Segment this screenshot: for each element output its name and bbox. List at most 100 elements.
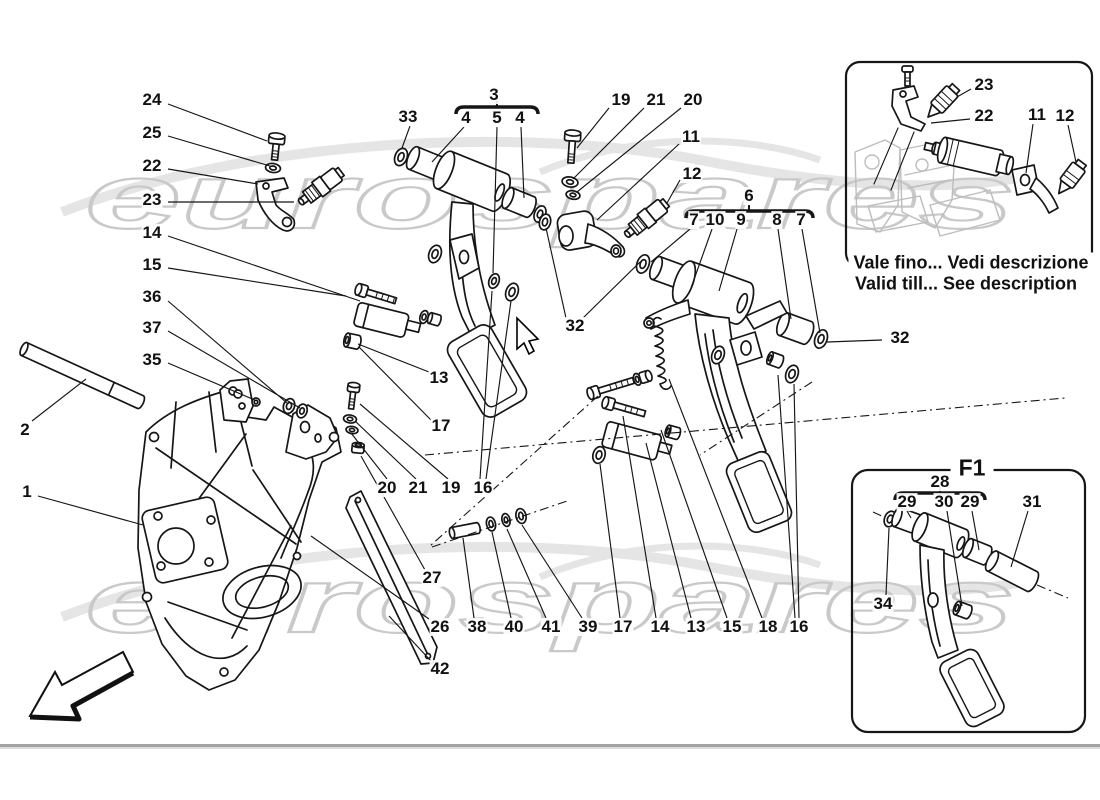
leader-line-7: [801, 228, 821, 334]
switch-23: [297, 166, 346, 206]
f1-pin-31: [984, 550, 1040, 593]
watermark-text-top: eurospares: [85, 146, 1015, 248]
leader-line-37: [167, 330, 301, 409]
page-divider-shade: [0, 747, 1100, 749]
bolt-15-lower: [586, 369, 653, 401]
return-spring-18: [652, 316, 672, 390]
leader-line-5: [492, 126, 498, 274]
screw-19: [563, 129, 582, 165]
f1-pedal: [919, 544, 1005, 728]
leader-line-24: [167, 103, 268, 142]
nut-17: [342, 332, 362, 350]
leader-line-13: [645, 442, 692, 619]
leader-line-32: [545, 227, 567, 319]
leader-line-16: [479, 290, 493, 480]
leader-line-2: [31, 378, 87, 422]
leader-line-4: [520, 126, 525, 199]
section-bracket-2: [893, 491, 987, 501]
leader-line-35: [167, 362, 258, 402]
leader-line-38: [462, 537, 475, 619]
leader-line-9: [718, 228, 738, 292]
bushing-4-right: [501, 186, 537, 219]
brake-pedal: [643, 299, 793, 534]
inset-pointer-lines: [873, 127, 915, 191]
washer-16-b: [504, 282, 520, 302]
leader-line-21: [572, 107, 645, 180]
inset-f1-box: [850, 468, 1087, 734]
inset-f1-title: F1: [950, 454, 994, 482]
axis-lines: [424, 381, 1069, 599]
washer-20-lower: [345, 425, 359, 435]
leader-line-19: [359, 403, 449, 480]
leader-line-40: [491, 531, 512, 619]
leader-line-13: [357, 343, 430, 373]
leader-line-1: [37, 495, 144, 526]
washer-16-right: [784, 364, 800, 384]
leader-line-20: [350, 432, 388, 480]
faded-assembly: [854, 139, 1001, 237]
bolt-19-lower: [346, 381, 361, 411]
inset-switch-12: [1057, 158, 1088, 195]
screw-24: [267, 132, 286, 162]
leader-line-8: [777, 228, 792, 320]
leader-line-20: [576, 107, 682, 193]
leader-line-23: [956, 88, 972, 98]
washer-20-top: [565, 189, 581, 201]
rocker-lever-9: [556, 210, 626, 258]
leader-line-11: [596, 143, 680, 221]
pivot-sleeve-6: [671, 260, 755, 325]
leader-line-22: [167, 168, 259, 185]
leader-line-16: [777, 374, 796, 619]
nut-27: [350, 441, 366, 455]
leader-line-41: [506, 528, 547, 619]
leader-line-12: [666, 179, 681, 204]
inset-screw: [901, 65, 914, 87]
cross-rod: [19, 341, 146, 410]
washer-39: [515, 507, 527, 525]
washer-21-top: [561, 176, 579, 188]
leader-line-17: [358, 346, 432, 421]
washer-16-a: [487, 272, 501, 290]
washer-brake-pivot: [710, 345, 726, 365]
leader-line-10: [690, 228, 713, 289]
mouse-cursor[interactable]: [516, 316, 540, 356]
leader-line-39: [521, 524, 583, 619]
leader-line-29: [906, 510, 912, 519]
leader-line-21: [354, 420, 417, 480]
leader-line-33: [401, 125, 411, 149]
nut-16: [765, 350, 785, 369]
washer-41: [501, 512, 511, 528]
washer-21-lower: [342, 414, 358, 424]
leader-line-42: [388, 615, 432, 662]
section-brackets: [454, 101, 987, 501]
leader-line-12: [1067, 124, 1077, 163]
spacer-block-13: [353, 301, 422, 338]
section-bracket-0: [454, 105, 540, 115]
leader-line-14: [622, 415, 657, 619]
nut-13-lower: [664, 424, 682, 441]
leader-line-16: [793, 383, 800, 619]
leader-line-16: [485, 300, 512, 480]
washer-clutch-pivot: [427, 244, 443, 264]
nut-block-13: [426, 311, 442, 327]
support-plate: [137, 378, 342, 691]
switch-12: [623, 197, 671, 238]
leader-line-7: [650, 228, 691, 263]
washer-40: [485, 516, 497, 532]
washer-32-small: [538, 213, 552, 231]
leader-line-32: [582, 261, 641, 319]
leader-line-22: [930, 118, 971, 124]
washer-7-left: [635, 253, 651, 275]
leader-lines: [31, 88, 1077, 662]
leader-line-26: [310, 535, 430, 620]
inset-bracket-22: [891, 85, 926, 132]
page-divider: [0, 744, 1100, 747]
leader-line-14: [167, 235, 361, 302]
leader-line-31: [1010, 510, 1029, 568]
direction-arrow: [28, 650, 135, 722]
pivot-sleeve-3: [432, 150, 512, 213]
clutch-pedal: [446, 201, 528, 418]
leader-line-34: [885, 527, 890, 596]
